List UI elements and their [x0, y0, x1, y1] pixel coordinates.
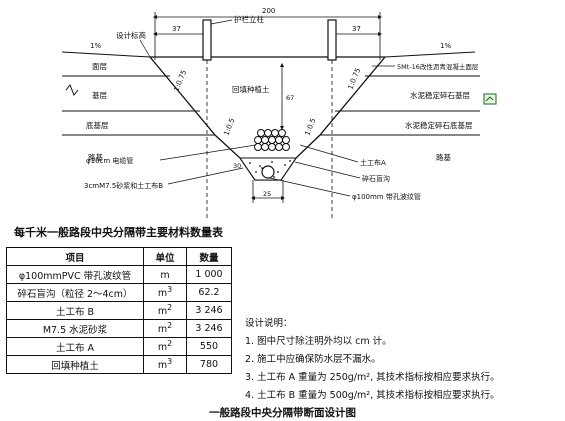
table-title: 每千米一般路段中央分隔带主要材料数量表	[14, 226, 223, 239]
label-slope-outer-left: 1:0.75	[172, 69, 188, 93]
notes-heading: 设计说明：	[245, 318, 293, 329]
dim-total-width: 200	[262, 7, 275, 15]
row-qty: 550	[186, 337, 232, 356]
leader-lines	[139, 19, 395, 197]
label-depth: 67	[286, 94, 294, 102]
figure-caption: 一般路段中央分隔带断面设计图	[209, 407, 356, 419]
row-unit: m3	[143, 283, 187, 302]
label-subbase-layer: 底基层	[86, 120, 109, 130]
table-header-row: 项目 单位 数量	[6, 247, 232, 266]
note-item: 1. 图中尺寸除注明外均以 cm 计。	[245, 336, 392, 347]
guardrail-posts	[202, 19, 337, 218]
label-roadbed-right: 路基	[436, 152, 451, 162]
label-backfill: 回填种植土	[232, 84, 270, 94]
label-gravel-ditch: 碎石盲沟	[362, 174, 390, 183]
label-slope-inner-left: 1:0.5	[222, 117, 236, 137]
note-item: 4. 土工布 B 重量为 500g/m², 其技术指标按相应要求执行。	[245, 390, 500, 401]
label-ditch-depth: 30	[233, 162, 241, 170]
header-item: 项目	[6, 247, 144, 266]
row-qty: 3 246	[186, 301, 232, 320]
label-cable-pipe: φ10cm 电缆管	[86, 156, 133, 165]
label-base-layer: 基层	[92, 90, 107, 100]
label-drain-pipe: φ100mm 带孔波纹管	[352, 192, 421, 201]
table-row: M7.5 水泥砂浆 m2 3 246	[6, 319, 232, 338]
gravel-ditch	[239, 157, 297, 181]
break-mark	[65, 84, 79, 96]
note-item: 2. 施工中应确保防水层不漏水。	[245, 354, 381, 365]
label-right-subbase: 水泥稳定碎石底基层	[405, 120, 473, 130]
row-item: 碎石盲沟（粒径 2～4cm）	[6, 283, 144, 302]
row-qty: 1 000	[186, 265, 232, 284]
dim-right-gap: 37	[352, 25, 361, 33]
label-right-surface: 5Mt-16改性沥青混凝土面层	[397, 62, 479, 71]
label-geotextile-a: 土工布A	[360, 158, 386, 167]
row-qty: 62.2	[186, 283, 232, 302]
cable-pipes	[254, 129, 290, 151]
label-slope-inner-right: 1:0.5	[303, 117, 317, 137]
row-unit: m2	[143, 337, 187, 356]
row-unit: m2	[143, 301, 187, 320]
header-unit: 单位	[143, 247, 187, 266]
label-mortar-geotextile: 3cmM7.5砂浆和土工布B	[84, 181, 163, 190]
label-surface-layer: 面层	[92, 62, 107, 71]
note-item: 3. 土工布 A 重量为 250g/m², 其技术指标按相应要求执行。	[245, 372, 500, 383]
table-row: φ100mmPVC 带孔波纹管 m 1 000	[6, 265, 232, 284]
table-row: 碎石盲沟（粒径 2～4cm） m3 62.2	[6, 283, 232, 302]
label-crossfall-left: 1%	[90, 42, 101, 50]
label-roadbed-left: 路基	[88, 152, 103, 162]
row-unit: m2	[143, 319, 187, 338]
row-qty: 780	[186, 355, 232, 374]
label-bottom-width: 25	[263, 190, 271, 198]
dim-left-gap: 37	[172, 25, 181, 33]
materials-table: 项目 单位 数量 φ100mmPVC 带孔波纹管 m 1 000 碎石盲沟（粒径…	[6, 247, 232, 374]
note-marker-icon	[483, 93, 497, 105]
label-crossfall-right: 1%	[440, 42, 451, 50]
row-item: 土工布 A	[6, 337, 144, 356]
label-guardrail-post: 护栏立柱	[234, 14, 264, 24]
row-item: φ100mmPVC 带孔波纹管	[6, 265, 144, 284]
row-qty: 3 246	[186, 319, 232, 338]
label-right-base: 水泥稳定碎石基层	[410, 90, 470, 100]
row-item: 土工布 B	[6, 301, 144, 320]
table-row: 土工布 A m2 550	[6, 337, 232, 356]
row-unit: m	[143, 265, 187, 284]
drain-pipe-symbol	[261, 165, 275, 179]
row-item: M7.5 水泥砂浆	[6, 319, 144, 338]
header-qty: 数量	[186, 247, 232, 266]
pavement-layers	[61, 51, 480, 136]
label-design-elevation: 设计标高	[116, 30, 146, 40]
row-unit: m3	[143, 355, 187, 374]
cross-section-drawing: 200 37 37 护栏立柱 设计标高 1% 1% 面层 基层 底基层 路基 回…	[61, 7, 497, 218]
row-item: 回填种植土	[6, 355, 144, 374]
design-notes: 设计说明： 1. 图中尺寸除注明外均以 cm 计。 2. 施工中应确保防水层不漏…	[245, 315, 500, 405]
table-row: 回填种植土 m3 780	[6, 355, 232, 374]
dimension-lines	[153, 12, 382, 203]
table-row: 土工布 B m2 3 246	[6, 301, 232, 320]
